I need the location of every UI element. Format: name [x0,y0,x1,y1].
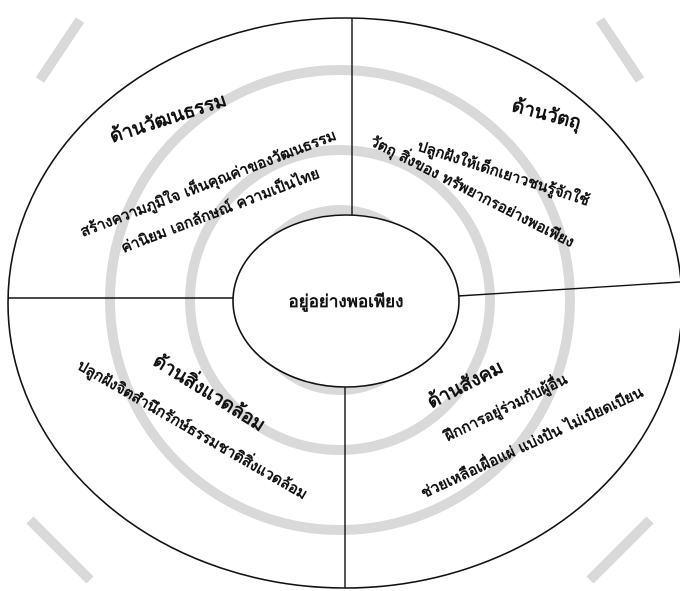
culture-heading: ด้านวัฒนธรรม [107,89,229,147]
material-heading: ด้านวัตถุ [509,94,583,134]
center-label: อยู่อย่างพอเพียง [289,291,404,313]
